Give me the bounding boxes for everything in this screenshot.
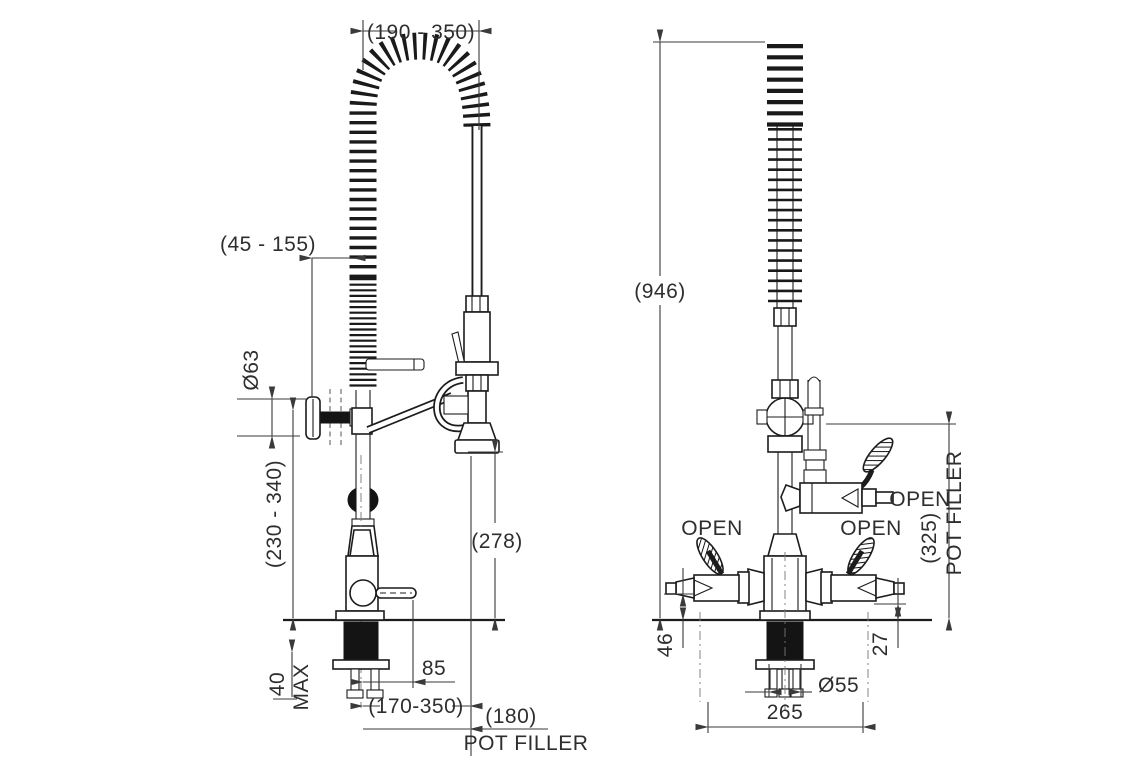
side-view-dimensions: (190 - 350) (45 - 155) Ø63 (230 - 340) (… xyxy=(220,20,588,756)
dim-head-clearance: (278) xyxy=(471,530,523,553)
side-view: (190 - 350) (45 - 155) Ø63 (230 - 340) (… xyxy=(220,20,588,756)
pot-filler-arm: OPEN xyxy=(780,376,951,514)
label-open-right: OPEN xyxy=(840,517,902,540)
front-view: OPEN OPEN OPEN xyxy=(634,29,966,733)
dim-base-spread: 265 xyxy=(767,701,804,724)
mounting-shank xyxy=(343,621,379,661)
label-potfiller-side: POT FILLER xyxy=(464,732,589,755)
dim-hose-span: (190 - 350) xyxy=(367,21,475,44)
coil-hose-side xyxy=(349,32,491,390)
label-open-pot-filler: OPEN xyxy=(889,488,951,511)
coil-hose-front xyxy=(767,44,803,382)
dim-deck-max: 40 xyxy=(266,672,289,696)
dim-shank-diameter: Ø55 xyxy=(818,674,859,697)
front-view-dimensions: (946) (325) POT FILLER 46 27 Ø55 xyxy=(634,29,966,733)
dim-wall-offset: (45 - 155) xyxy=(220,233,316,256)
dim-overall-height: (946) xyxy=(634,280,686,303)
dim-potfiller-height: (325) xyxy=(918,512,941,564)
dim-flange-diameter: Ø63 xyxy=(240,349,263,390)
dim-hose-reach: (170-350) xyxy=(368,695,464,718)
dim-potfiller-reach: (180) xyxy=(485,705,537,728)
dim-mount-height: (230 - 340) xyxy=(263,460,286,568)
label-open-left: OPEN xyxy=(681,517,743,540)
mixer-tee: OPEN OPEN xyxy=(665,517,905,613)
pot-filler-handle xyxy=(862,437,894,473)
support-bar xyxy=(365,358,425,371)
handle-hub xyxy=(349,579,377,607)
spray-head xyxy=(433,295,500,454)
faucet-body-side xyxy=(283,529,505,699)
dim-left-clearance: 46 xyxy=(654,633,677,657)
wall-bracket xyxy=(305,358,454,448)
dim-right-clearance: 27 xyxy=(869,632,892,656)
dim-deck-max-unit: MAX xyxy=(290,663,313,710)
label-potfiller-front: POT FILLER xyxy=(943,451,966,576)
dim-lever-reach: 85 xyxy=(422,657,446,680)
bracket-rod xyxy=(320,411,352,424)
nozzle-bell xyxy=(456,422,498,441)
